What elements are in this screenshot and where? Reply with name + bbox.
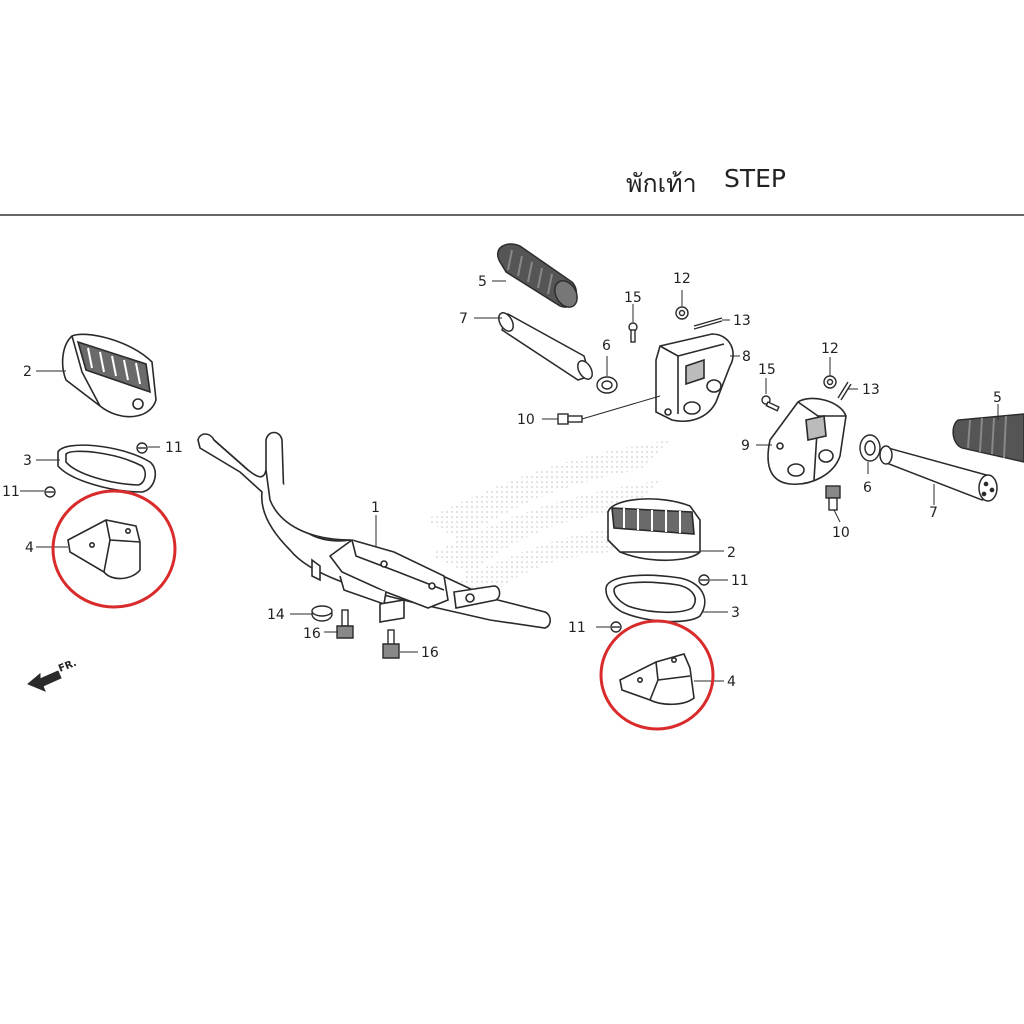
left-bolt-a — [136, 442, 148, 454]
callout-11-d: 11 — [568, 620, 586, 636]
upper-small-nut — [675, 306, 689, 320]
callout-6-right: 6 — [863, 480, 872, 496]
callout-7-left: 7 — [459, 311, 468, 327]
callout-4-right: 4 — [727, 674, 736, 690]
right-small-bolt — [761, 395, 780, 412]
right-small-nut — [823, 375, 837, 389]
bolt-assembly-line — [581, 395, 661, 420]
callout-4-left: 4 — [25, 540, 34, 556]
callout-11-c: 11 — [731, 573, 749, 589]
highlight-circle-left-cover — [51, 489, 177, 609]
callout-3-right: 3 — [731, 605, 740, 621]
right-peg-pin — [879, 445, 998, 502]
right-footpeg-ring — [605, 574, 706, 623]
brand-wing-watermark — [425, 440, 670, 605]
callout-12-right: 12 — [821, 341, 839, 357]
callout-13-left: 13 — [733, 313, 751, 329]
highlight-circle-right-cover — [599, 619, 715, 731]
callout-13-right: 13 — [862, 382, 880, 398]
right-footpeg-cover — [619, 653, 695, 706]
upper-bracket-bolt — [557, 413, 583, 425]
left-bolt-b — [44, 486, 56, 498]
right-bolt-b — [610, 621, 622, 633]
main-step-bracket — [197, 431, 552, 629]
callout-7-right: 7 — [929, 505, 938, 521]
callout-15-left: 15 — [624, 290, 642, 306]
upper-washer — [596, 376, 618, 394]
right-bolt-a — [698, 574, 710, 586]
right-peg-bracket — [767, 397, 847, 485]
callout-5-right: 5 — [993, 390, 1002, 406]
callout-10-left: 10 — [517, 412, 535, 428]
callout-1: 1 — [371, 500, 380, 516]
callout-2-right: 2 — [727, 545, 736, 561]
left-footpeg-ring — [57, 444, 157, 493]
arrow-left-icon: FR. — [27, 658, 78, 692]
exploded-parts-diagram: 1 2 2 3 3 4 4 5 5 6 6 7 7 8 9 10 10 11 1… — [2, 243, 1024, 731]
callout-2-left: 2 — [23, 364, 32, 380]
right-cotter-pin — [837, 381, 852, 401]
callout-16-b: 16 — [421, 645, 439, 661]
callout-3-left: 3 — [23, 453, 32, 469]
callout-9: 9 — [741, 438, 750, 454]
callout-12-left: 12 — [673, 271, 691, 287]
callout-6-left: 6 — [602, 338, 611, 354]
right-peg-rubber — [952, 413, 1024, 463]
title-english: STEP — [724, 164, 787, 193]
callout-15-right: 15 — [758, 362, 776, 378]
title-thai: พักเท้า — [626, 169, 697, 198]
upper-peg-rubber — [497, 243, 578, 308]
right-footpeg-rubber — [607, 498, 701, 562]
center-bolt-b — [382, 629, 400, 659]
right-bracket-bolt — [825, 485, 841, 511]
left-footpeg-rubber — [61, 333, 157, 418]
right-washer — [859, 434, 881, 462]
upper-peg-bracket — [655, 333, 734, 422]
header-divider — [0, 214, 1024, 216]
front-direction-label: FR. — [57, 658, 78, 675]
callout-8: 8 — [742, 349, 751, 365]
center-bolt-a — [336, 609, 354, 639]
callout-5-left: 5 — [478, 274, 487, 290]
upper-cotter-pin — [693, 317, 723, 330]
center-nut — [311, 605, 333, 622]
callout-11-a: 11 — [165, 440, 183, 456]
callout-14: 14 — [267, 607, 285, 623]
callout-16-a: 16 — [303, 626, 321, 642]
upper-peg-pin — [498, 312, 593, 381]
upper-small-bolt — [628, 322, 638, 343]
diagram-title: พักเท้า STEP — [600, 164, 1000, 208]
callout-10-right: 10 — [832, 525, 850, 541]
callout-11-b: 11 — [2, 484, 20, 500]
left-footpeg-cover — [67, 519, 141, 580]
leader-lines — [20, 280, 999, 682]
